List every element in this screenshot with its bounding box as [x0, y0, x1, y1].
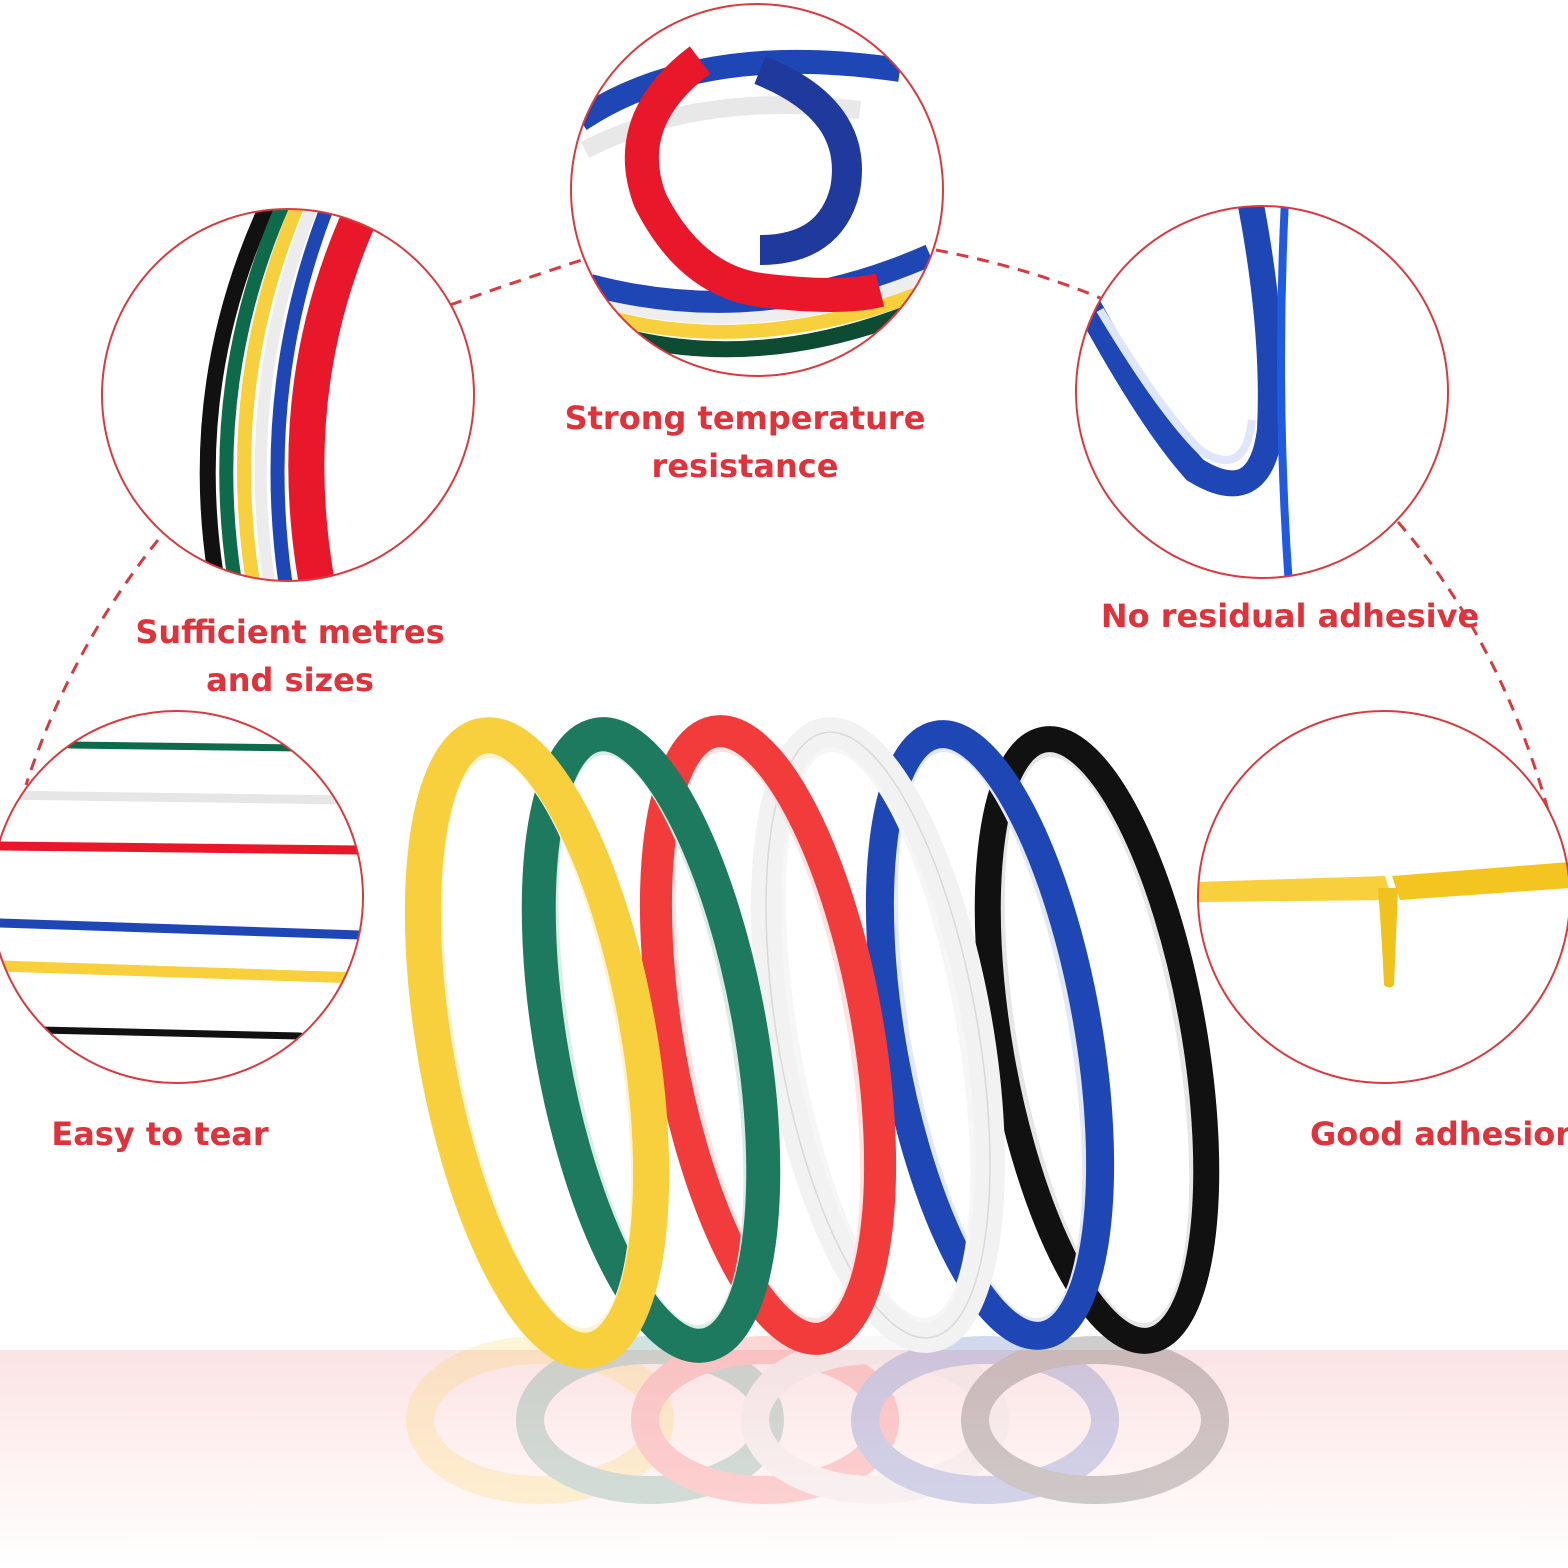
tape-reflections: [406, 1336, 1229, 1504]
tape-roll-green: [521, 717, 781, 1363]
detail-circle-tear: [0, 710, 364, 1084]
caption-temperature: Strong temperature resistance: [564, 399, 926, 485]
caption-adhesion: Good adhesion: [1310, 1115, 1568, 1153]
caption-tear: Easy to tear: [51, 1115, 269, 1153]
tape-roll-blue: [865, 720, 1115, 1350]
caption-residue: No residual adhesive: [1100, 597, 1480, 635]
connector-right-arc: [1396, 521, 1550, 811]
tape-roll-red: [639, 715, 897, 1355]
reflective-floor: [0, 1350, 1568, 1568]
detail-circle-residue: [1075, 205, 1449, 579]
detail-circle-sizes: [101, 208, 475, 582]
tape-roll-black: [974, 726, 1220, 1354]
detail-circle-temperature: [570, 3, 944, 377]
dashed-connectors: [24, 248, 1550, 811]
connector-left-top: [449, 256, 589, 307]
tape-roll-yellow: [404, 717, 670, 1369]
detail-circle-adhesion: [1197, 710, 1568, 1084]
tape-roll-white: [751, 717, 1005, 1353]
caption-sizes: Sufficient metres and sizes: [135, 613, 445, 699]
connector-right-top: [935, 248, 1106, 302]
